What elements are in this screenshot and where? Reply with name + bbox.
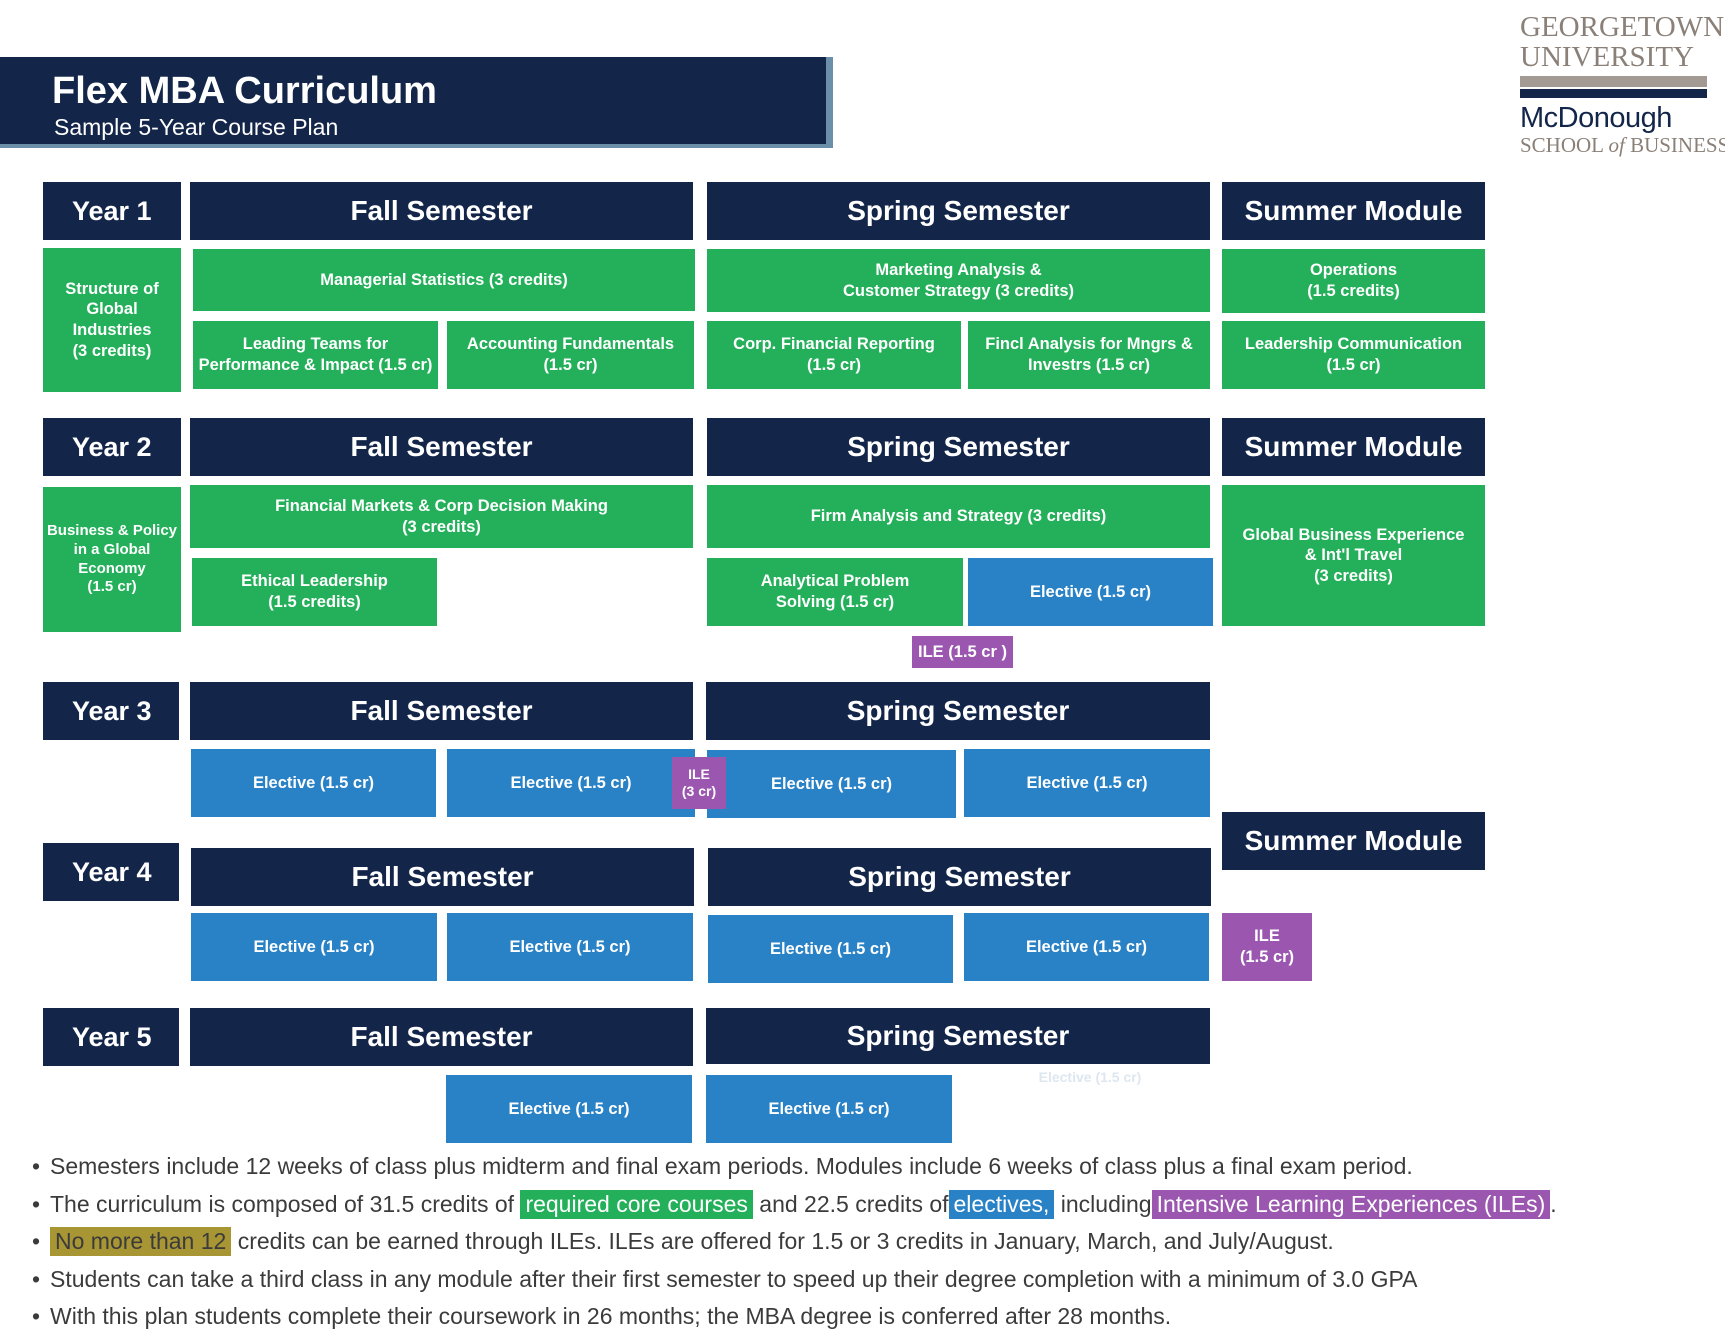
logo-line-georgetown: GEORGETOWN — [1520, 11, 1725, 43]
y2-fall-header: Fall Semester — [190, 418, 693, 476]
highlight-ile-limit: No more than 12 — [50, 1227, 232, 1257]
y1-summer-header: Summer Module — [1222, 182, 1485, 240]
year-4-label: Year 4 — [43, 843, 179, 901]
notes-list: • Semesters include 12 weeks of class pl… — [32, 1148, 1712, 1336]
y2-summer-header: Summer Module — [1222, 418, 1485, 476]
course-firm-analysis: Firm Analysis and Strategy (3 credits) — [707, 485, 1210, 548]
course-leadership-communication: Leadership Communication (1.5 cr) — [1222, 321, 1485, 389]
course-financial-markets: Financial Markets & Corp Decision Making… — [190, 485, 693, 548]
bullet: • — [32, 1153, 41, 1180]
y3-spring-header: Spring Semester — [706, 682, 1210, 740]
bullet: • — [32, 1265, 41, 1292]
logo-stripe-taupe — [1520, 76, 1707, 87]
y3-fall-header: Fall Semester — [190, 682, 693, 740]
course-accounting-fundamentals: Accounting Fundamentals (1.5 cr) — [447, 321, 694, 389]
logo-line-mcdonough: McDonough — [1520, 102, 1672, 134]
y4-spring-header: Spring Semester — [708, 848, 1211, 906]
course-elective: Elective (1.5 cr) — [447, 749, 695, 817]
note-item: • The curriculum is composed of 31.5 cre… — [32, 1189, 1557, 1219]
highlight-ile: Intensive Learning Experiences (ILEs) — [1151, 1189, 1551, 1219]
year-5-label: Year 5 — [43, 1008, 179, 1066]
year-2-label: Year 2 — [43, 418, 181, 476]
course-elective: Elective (1.5 cr) — [191, 913, 437, 981]
course-fincl-analysis: Fincl Analysis for Mngrs & Investrs (1.5… — [968, 321, 1210, 389]
note-item: • No more than 12 credits can be earned … — [32, 1227, 1334, 1257]
course-elective: Elective (1.5 cr) — [446, 1075, 692, 1143]
page-subtitle: Sample 5-Year Course Plan — [54, 114, 339, 140]
bullet: • — [32, 1228, 41, 1255]
bullet: • — [32, 1303, 41, 1330]
logo-line-university: UNIVERSITY — [1520, 41, 1694, 73]
course-elective: Elective (1.5 cr) — [708, 915, 953, 983]
course-operations: Operations (1.5 credits) — [1222, 249, 1485, 313]
course-elective: Elective (1.5 cr) — [447, 913, 693, 981]
note-item: • Semesters include 12 weeks of class pl… — [32, 1153, 1413, 1180]
y1-fall-header: Fall Semester — [190, 182, 693, 240]
note-item: • Students can take a third class in any… — [32, 1265, 1418, 1292]
y5-spring-header: Spring Semester — [706, 1008, 1210, 1064]
highlight-electives: electives, — [948, 1189, 1055, 1219]
ile-badge: ILE (1.5 cr) — [1222, 913, 1312, 981]
course-elective: Elective (1.5 cr) — [706, 1075, 952, 1143]
faint-elective-label: Elective (1.5 cr) — [1038, 1069, 1142, 1086]
note-item: • With this plan students complete their… — [32, 1303, 1172, 1330]
course-corp-financial-reporting: Corp. Financial Reporting (1.5 cr) — [707, 321, 961, 389]
georgetown-logo: GEORGETOWN UNIVERSITY McDonough SCHOOL o… — [1520, 12, 1725, 162]
highlight-required-core: required core courses — [520, 1189, 753, 1219]
bullet: • — [32, 1190, 41, 1217]
course-elective: Elective (1.5 cr) — [191, 749, 436, 817]
course-structure-global-industries: Structure of Global Industries (3 credit… — [43, 248, 181, 392]
ile-badge: ILE (3 cr) — [672, 757, 726, 809]
year-1-label: Year 1 — [43, 182, 181, 240]
ile-badge: ILE (1.5 cr ) — [912, 636, 1013, 668]
course-elective: Elective (1.5 cr) — [964, 749, 1210, 817]
title-banner — [0, 57, 833, 148]
y4-summer-header: Summer Module — [1222, 812, 1485, 870]
course-global-business-experience: Global Business Experience & Int'l Trave… — [1222, 485, 1485, 626]
y2-spring-header: Spring Semester — [707, 418, 1210, 476]
y4-fall-header: Fall Semester — [191, 848, 694, 906]
y1-spring-header: Spring Semester — [707, 182, 1210, 240]
course-analytical-problem-solving: Analytical Problem Solving (1.5 cr) — [707, 558, 963, 626]
logo-stripe-navy — [1520, 89, 1707, 98]
course-business-policy: Business & Policy in a Global Economy (1… — [43, 487, 181, 632]
course-marketing-analysis: Marketing Analysis & Customer Strategy (… — [707, 249, 1210, 312]
course-elective: Elective (1.5 cr) — [707, 750, 956, 818]
course-elective: Elective (1.5 cr) — [964, 913, 1209, 981]
year-3-label: Year 3 — [43, 682, 179, 740]
y5-fall-header: Fall Semester — [190, 1008, 693, 1066]
course-elective: Elective (1.5 cr) — [968, 558, 1213, 626]
page-title: Flex MBA Curriculum — [52, 70, 437, 112]
course-managerial-statistics: Managerial Statistics (3 credits) — [193, 249, 695, 311]
logo-line-school: SCHOOL of BUSINESS — [1520, 133, 1725, 157]
course-ethical-leadership: Ethical Leadership (1.5 credits) — [192, 558, 437, 626]
course-leading-teams: Leading Teams for Performance & Impact (… — [193, 321, 438, 389]
